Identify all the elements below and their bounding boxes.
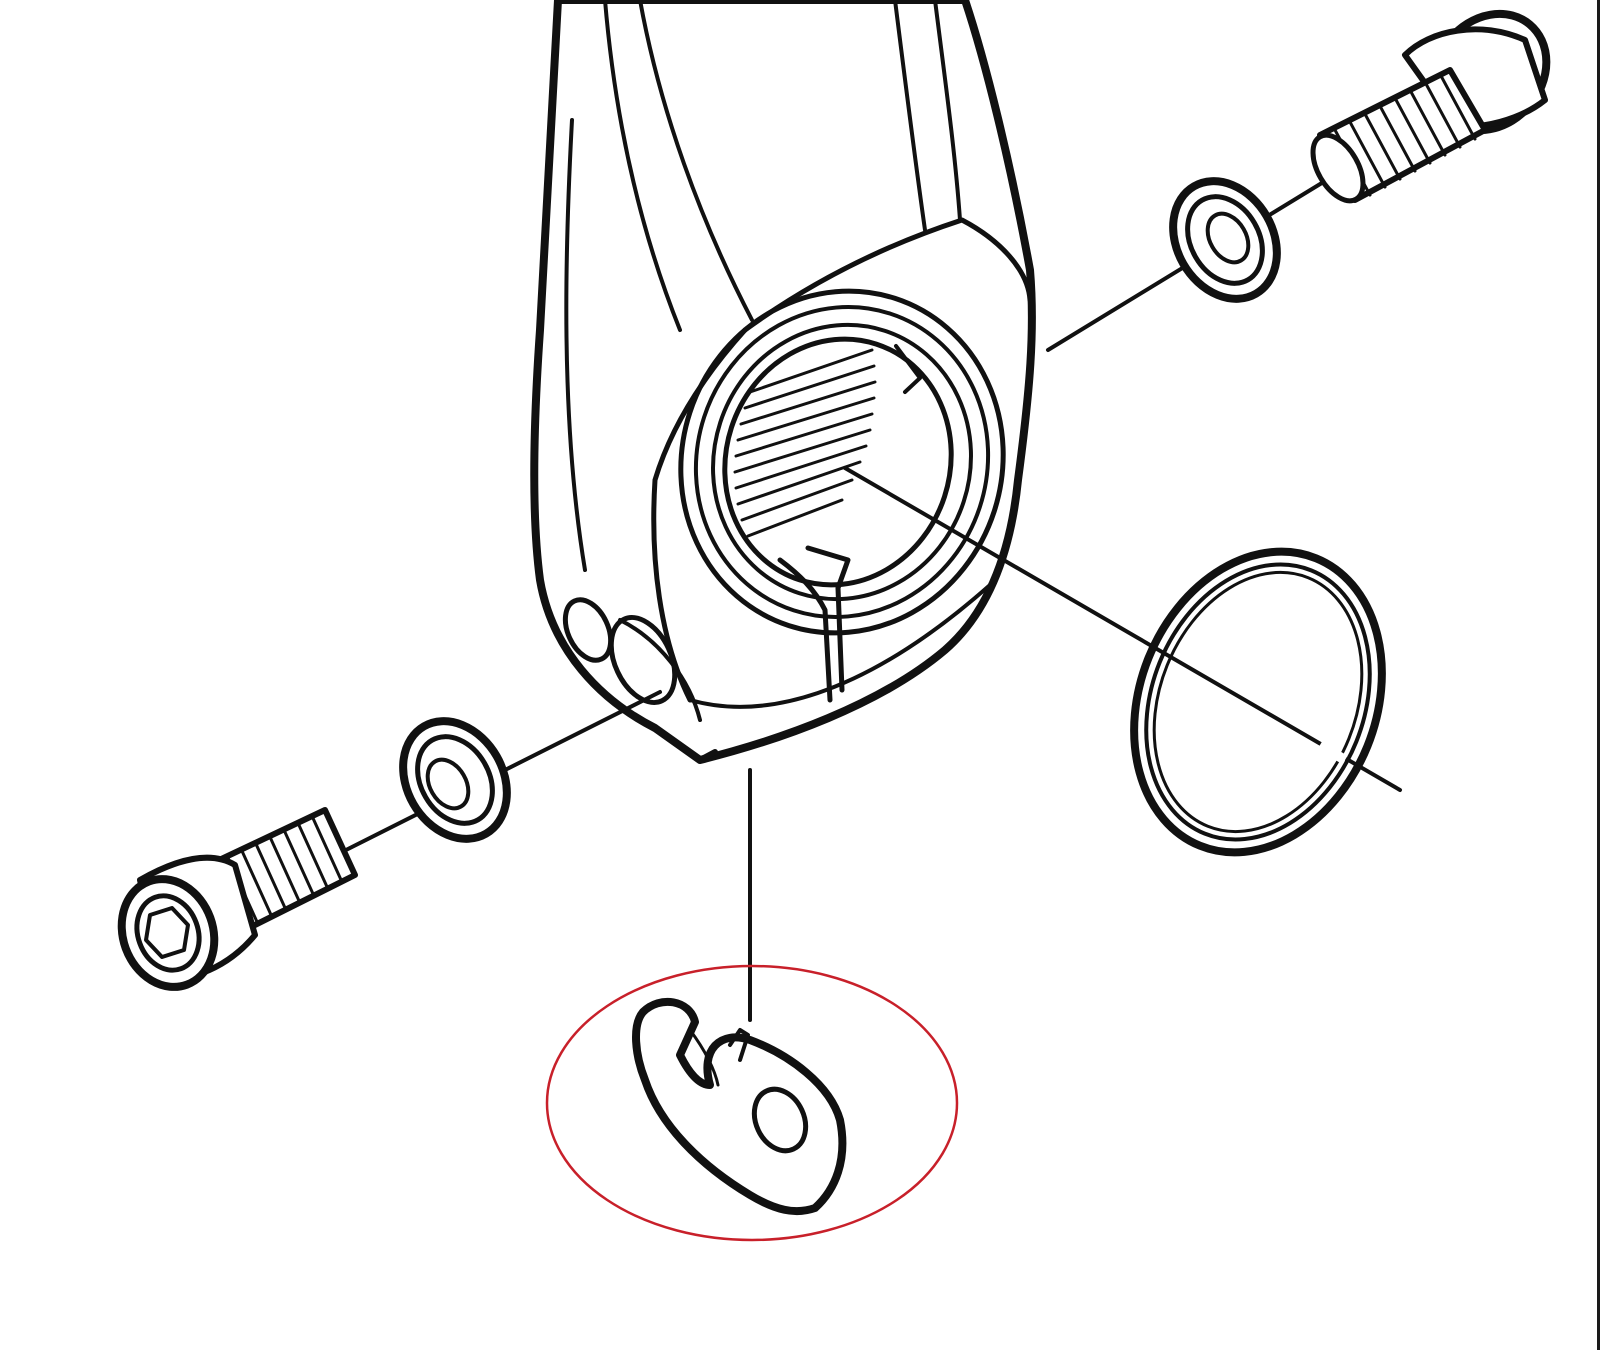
pinch-bolt-upper (1310, 9, 1551, 204)
highlight-circle (545, 964, 959, 1242)
frame-edge (1597, 0, 1600, 1350)
washer-lower (399, 717, 511, 843)
crank-arm (530, 0, 1036, 764)
safety-plate (632, 997, 847, 1216)
washer-upper (1169, 177, 1281, 303)
retaining-ring (1130, 547, 1386, 857)
pinch-bolt-lower (117, 807, 358, 991)
ring-axis-line (843, 466, 1402, 792)
